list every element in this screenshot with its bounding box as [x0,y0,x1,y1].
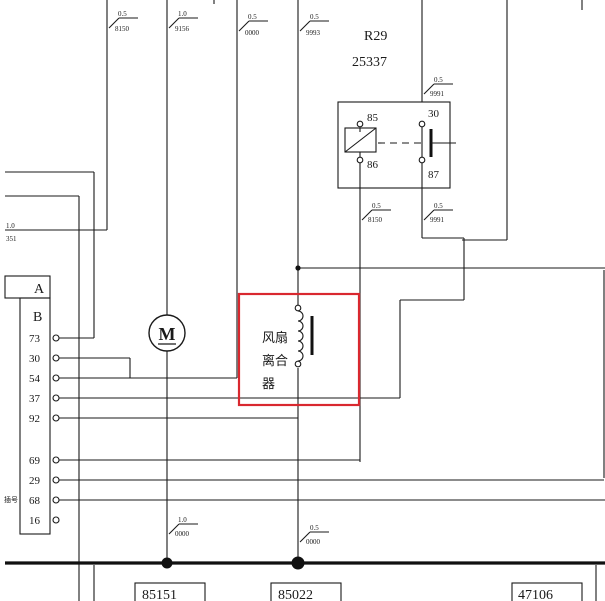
wire-code: 0000 [245,29,260,37]
relay-pin-30 [418,120,426,128]
ground-box: 85151 [134,582,206,601]
wires [5,0,605,565]
wire-code: 8150 [115,25,130,33]
bus-node [161,557,173,569]
clutch-label: 风扇 [262,330,288,346]
ground-box-label: 47106 [518,588,553,601]
connector-pin: 30 [29,353,60,365]
wire-label: 0.5 9991 [423,76,453,98]
relay-part-number: 25337 [352,55,387,70]
connector: A B 插号 73 30 54 37 92 69 29 [4,275,60,535]
connector-side-note: 插号 [4,495,18,504]
wire-label: 0.5 8150 [108,10,138,33]
wire-label: 0.5 9991 [423,202,453,224]
connector-label-b: B [33,310,42,325]
relay-pin-label: 85 [367,112,379,124]
wire-size: 1.0 [6,222,15,230]
wire-code: 351 [6,235,17,243]
pin-label: 92 [29,413,40,425]
wire-code: 9993 [306,29,321,37]
connector-pin: 29 [29,475,60,487]
relay-box [337,101,451,189]
relay-pin-85 [356,120,364,128]
fan-clutch: 风扇 离合 器 [262,304,314,392]
wire-size: 1.0 [178,10,187,18]
wire-label: 0.5 9993 [299,13,329,37]
wire-size: 0.5 [372,202,381,210]
connector-pin: 37 [29,393,60,405]
connector-pin: 16 [29,515,60,527]
connector-pin: 69 [29,455,60,467]
wire-size: 0.5 [434,76,443,84]
wire-label: 0.5 0000 [238,13,268,37]
wire-label-group: 0.5 8150 1.0 9156 0.5 0000 0.5 9993 0.5 … [5,10,453,546]
relay-pin-label: 87 [428,169,440,181]
pin-label: 73 [29,333,41,345]
clutch-label: 离合 [262,353,288,369]
wire-label: 0.5 8150 [361,202,391,224]
pin-terminal [52,516,60,524]
pin-terminal [52,374,60,382]
wire-label: 1.0 351 [5,222,24,243]
wire-size: 0.5 [434,202,443,210]
pin-terminal [52,476,60,484]
wire-size: 0.5 [248,13,257,21]
clutch-label: 器 [262,377,275,392]
wire-size: 0.5 [118,10,127,18]
pin-label: 16 [29,515,41,527]
motor-symbol: M [159,324,176,344]
motor-circle [148,314,186,352]
ground-bus [5,556,605,601]
ground-box-label: 85022 [278,588,313,601]
pin-terminal [52,334,60,342]
wire-code: 0000 [306,538,321,546]
wire-size: 1.0 [178,516,187,524]
relay-pin-86 [356,156,364,164]
relay-pin-87 [418,156,426,164]
wire-size: 0.5 [310,524,319,532]
pin-label: 68 [29,495,41,507]
pin-label: 37 [29,393,41,405]
connector-pin: 54 [29,373,60,385]
relay: R29 25337 85 86 30 87 [337,29,456,189]
pin-label: 30 [29,353,41,365]
wire-code: 9991 [430,216,445,224]
connector-pin: 92 [29,413,60,425]
ground-box: 85022 [270,582,342,601]
wire-code: 9991 [430,90,445,98]
pin-label: 69 [29,455,41,467]
wire-code: 9156 [175,25,190,33]
bus-node [291,556,305,570]
ground-box-label: 85151 [142,588,177,601]
relay-name: R29 [364,29,387,44]
pin-label: 29 [29,475,41,487]
pin-terminal [52,394,60,402]
pin-terminal [52,496,60,504]
pin-terminal [52,354,60,362]
wire-label: 1.0 9156 [168,10,198,33]
connector-pin: 68 [29,495,60,507]
pin-label: 54 [29,373,41,385]
relay-pin-label: 30 [428,108,440,120]
relay-pin-label: 86 [367,159,379,171]
clutch-coil [297,310,304,362]
wire-code: 0000 [175,530,190,538]
motor: M [148,314,186,352]
connector-body [19,297,51,535]
connector-pin: 73 [29,333,60,345]
wire-label: 1.0 0000 [168,516,198,538]
ground-box: 47106 [511,582,583,601]
pin-terminal [52,456,60,464]
wire-code: 8150 [368,216,383,224]
wire-size: 0.5 [310,13,319,21]
pin-terminal [52,414,60,422]
connector-label-a: A [34,282,45,297]
wire-label: 0.5 0000 [299,524,329,546]
highlight-box [237,292,361,407]
junction-dot [295,265,301,271]
